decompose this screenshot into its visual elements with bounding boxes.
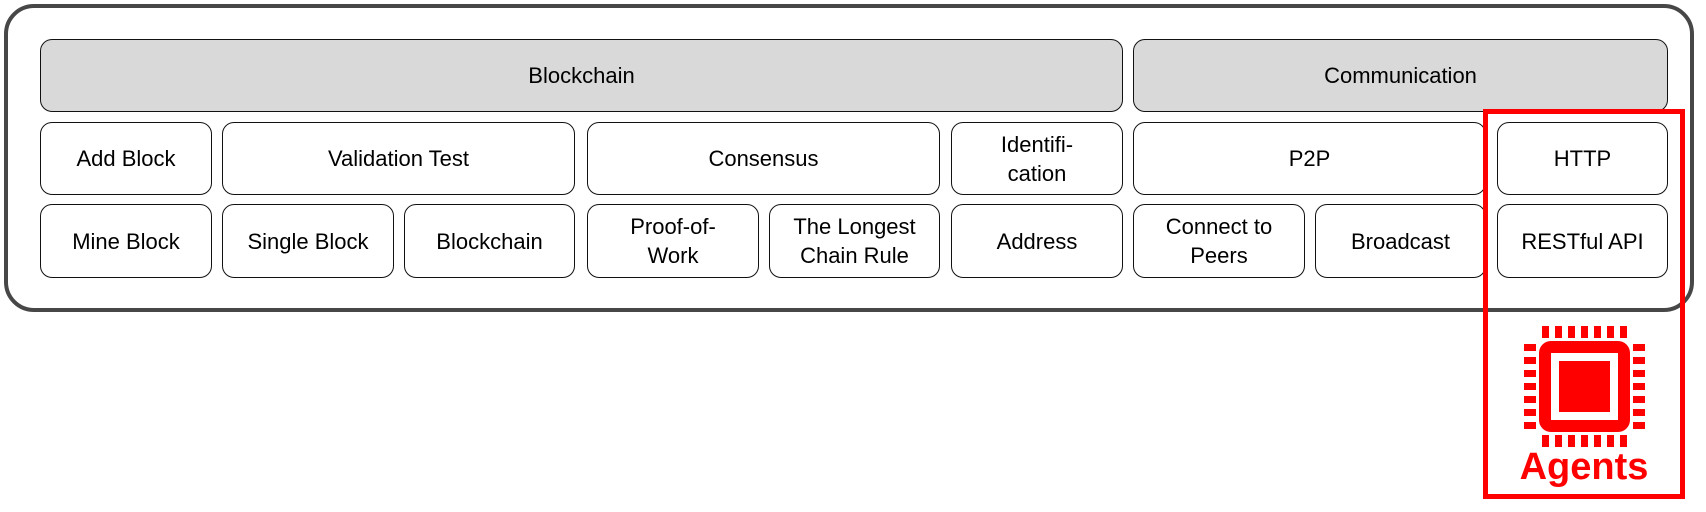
single-block-function: Single Block xyxy=(222,204,394,278)
address-function: Address xyxy=(951,204,1123,278)
agents-highlight-frame xyxy=(1483,109,1685,499)
longest-chain-rule-function: The Longest Chain Rule xyxy=(769,204,940,278)
blockchain-function: Blockchain xyxy=(404,204,575,278)
agents-label: Agents xyxy=(1519,446,1649,488)
communication-group-header: Communication xyxy=(1133,39,1668,112)
add-block-module: Add Block xyxy=(40,122,212,195)
p2p-module: P2P xyxy=(1133,122,1486,195)
http-module: HTTP xyxy=(1497,122,1668,195)
consensus-module: Consensus xyxy=(587,122,940,195)
mine-block-function: Mine Block xyxy=(40,204,212,278)
identification-module: Identifi- cation xyxy=(951,122,1123,195)
chip-icon xyxy=(1524,326,1645,447)
broadcast-function: Broadcast xyxy=(1315,204,1486,278)
connect-to-peers-function: Connect to Peers xyxy=(1133,204,1305,278)
restful-api-function: RESTful API xyxy=(1497,204,1668,278)
validation-test-module: Validation Test xyxy=(222,122,575,195)
proof-of-work-function: Proof-of- Work xyxy=(587,204,759,278)
blockchain-group-header: Blockchain xyxy=(40,39,1123,112)
